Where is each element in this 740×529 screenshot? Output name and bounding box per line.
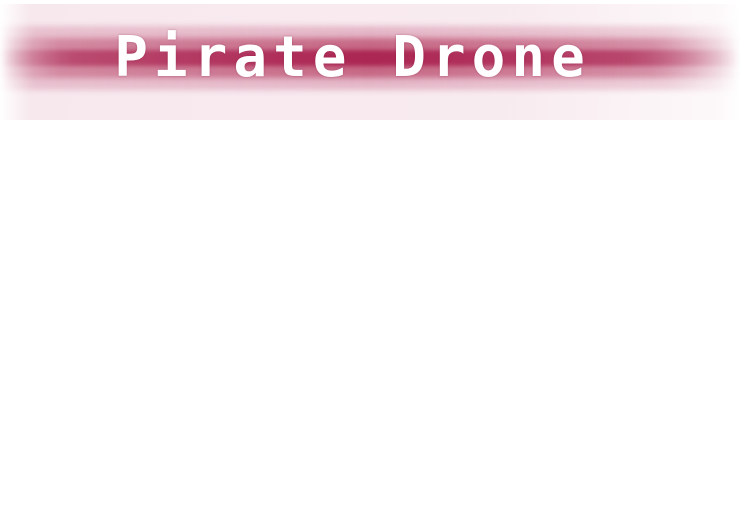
game-title: Pirate Drone xyxy=(114,25,591,90)
title-banner: Pirate Drone xyxy=(0,0,740,125)
game-playfield[interactable] xyxy=(0,125,740,529)
banner-glow-core xyxy=(0,50,740,66)
